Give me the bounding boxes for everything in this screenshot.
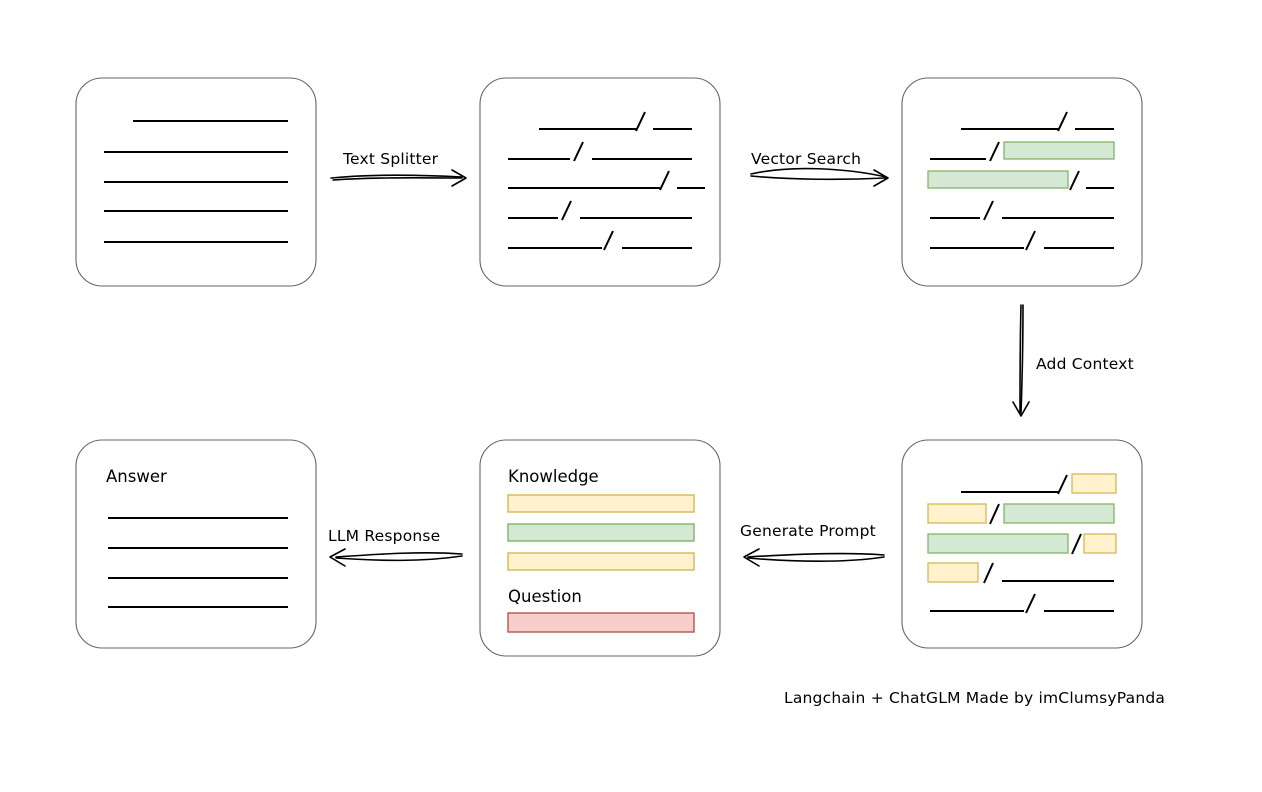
edge-text-splitter: Text Splitter bbox=[330, 150, 467, 187]
split-slash bbox=[989, 503, 1000, 525]
context-chunks-box[interactable] bbox=[901, 439, 1143, 649]
split-slash bbox=[983, 200, 994, 221]
footer-credit: Langchain + ChatGLM Made by imClumsyPand… bbox=[784, 689, 1165, 707]
arrow-head-icon bbox=[1012, 401, 1030, 417]
matched-chunks-box[interactable] bbox=[901, 77, 1143, 287]
edge-label-llm-response: LLM Response bbox=[328, 527, 440, 545]
arrow-shaft bbox=[750, 167, 887, 178]
context-chunk-highlight bbox=[1003, 503, 1115, 524]
split-slash bbox=[1025, 230, 1036, 251]
context-chunk-highlight bbox=[927, 562, 979, 583]
split-slash bbox=[1071, 533, 1082, 555]
prompt-box[interactable]: Knowledge Question bbox=[479, 439, 721, 657]
split-slash bbox=[1069, 170, 1080, 191]
edge-add-context: Add Context bbox=[1012, 304, 1134, 417]
matched-chunk-highlight bbox=[1003, 141, 1115, 160]
context-chunk-highlight bbox=[927, 503, 987, 524]
knowledge-section-label: Knowledge bbox=[508, 467, 599, 486]
context-chunk-highlight bbox=[1071, 473, 1117, 494]
context-chunk-highlight bbox=[1083, 533, 1117, 554]
split-slash bbox=[989, 141, 1000, 162]
question-section-label: Question bbox=[508, 587, 582, 606]
arrow-shaft bbox=[330, 174, 463, 179]
arrow-head-icon bbox=[743, 548, 760, 567]
edge-label-vector-search: Vector Search bbox=[751, 150, 861, 168]
arrow-shaft bbox=[750, 175, 887, 181]
answer-box[interactable]: Answer bbox=[75, 439, 317, 649]
knowledge-bar bbox=[507, 523, 695, 542]
split-slash bbox=[1025, 593, 1036, 614]
context-chunk-highlight bbox=[927, 533, 1069, 554]
knowledge-bar bbox=[507, 552, 695, 571]
arrow-shaft bbox=[747, 552, 885, 558]
arrow-head-icon bbox=[451, 169, 467, 187]
split-slash bbox=[561, 200, 572, 221]
question-bar bbox=[507, 612, 695, 633]
split-slash bbox=[573, 141, 584, 162]
split-slash bbox=[659, 170, 670, 191]
arrow-shaft bbox=[335, 551, 463, 558]
split-slash bbox=[603, 230, 614, 251]
edge-vector-search: Vector Search bbox=[750, 150, 889, 187]
edge-label-generate-prompt: Generate Prompt bbox=[740, 522, 876, 540]
arrow-shaft bbox=[1019, 304, 1022, 414]
answer-frame[interactable] bbox=[75, 439, 317, 649]
matched-chunk-highlight bbox=[927, 170, 1069, 189]
split-chunks-box[interactable] bbox=[479, 77, 721, 287]
split-slash bbox=[1057, 111, 1068, 132]
edge-generate-prompt: Generate Prompt bbox=[740, 522, 885, 567]
prompt-frame[interactable] bbox=[479, 439, 721, 657]
knowledge-bar bbox=[507, 494, 695, 513]
arrow-shaft bbox=[747, 556, 885, 563]
arrow-shaft bbox=[1020, 304, 1024, 414]
split-slash bbox=[983, 562, 994, 584]
arrow-shaft bbox=[332, 177, 463, 181]
edge-label-add-context: Add Context bbox=[1036, 355, 1134, 373]
edge-llm-response: LLM Response bbox=[328, 527, 463, 567]
edge-label-text-splitter: Text Splitter bbox=[342, 150, 439, 168]
answer-label: Answer bbox=[106, 467, 167, 486]
split-slash bbox=[635, 111, 646, 132]
arrow-head-icon bbox=[873, 169, 889, 187]
split-slash bbox=[1057, 474, 1068, 495]
source-document-box[interactable] bbox=[75, 77, 317, 287]
arrow-head-icon bbox=[329, 548, 346, 567]
arrow-shaft bbox=[335, 555, 463, 562]
